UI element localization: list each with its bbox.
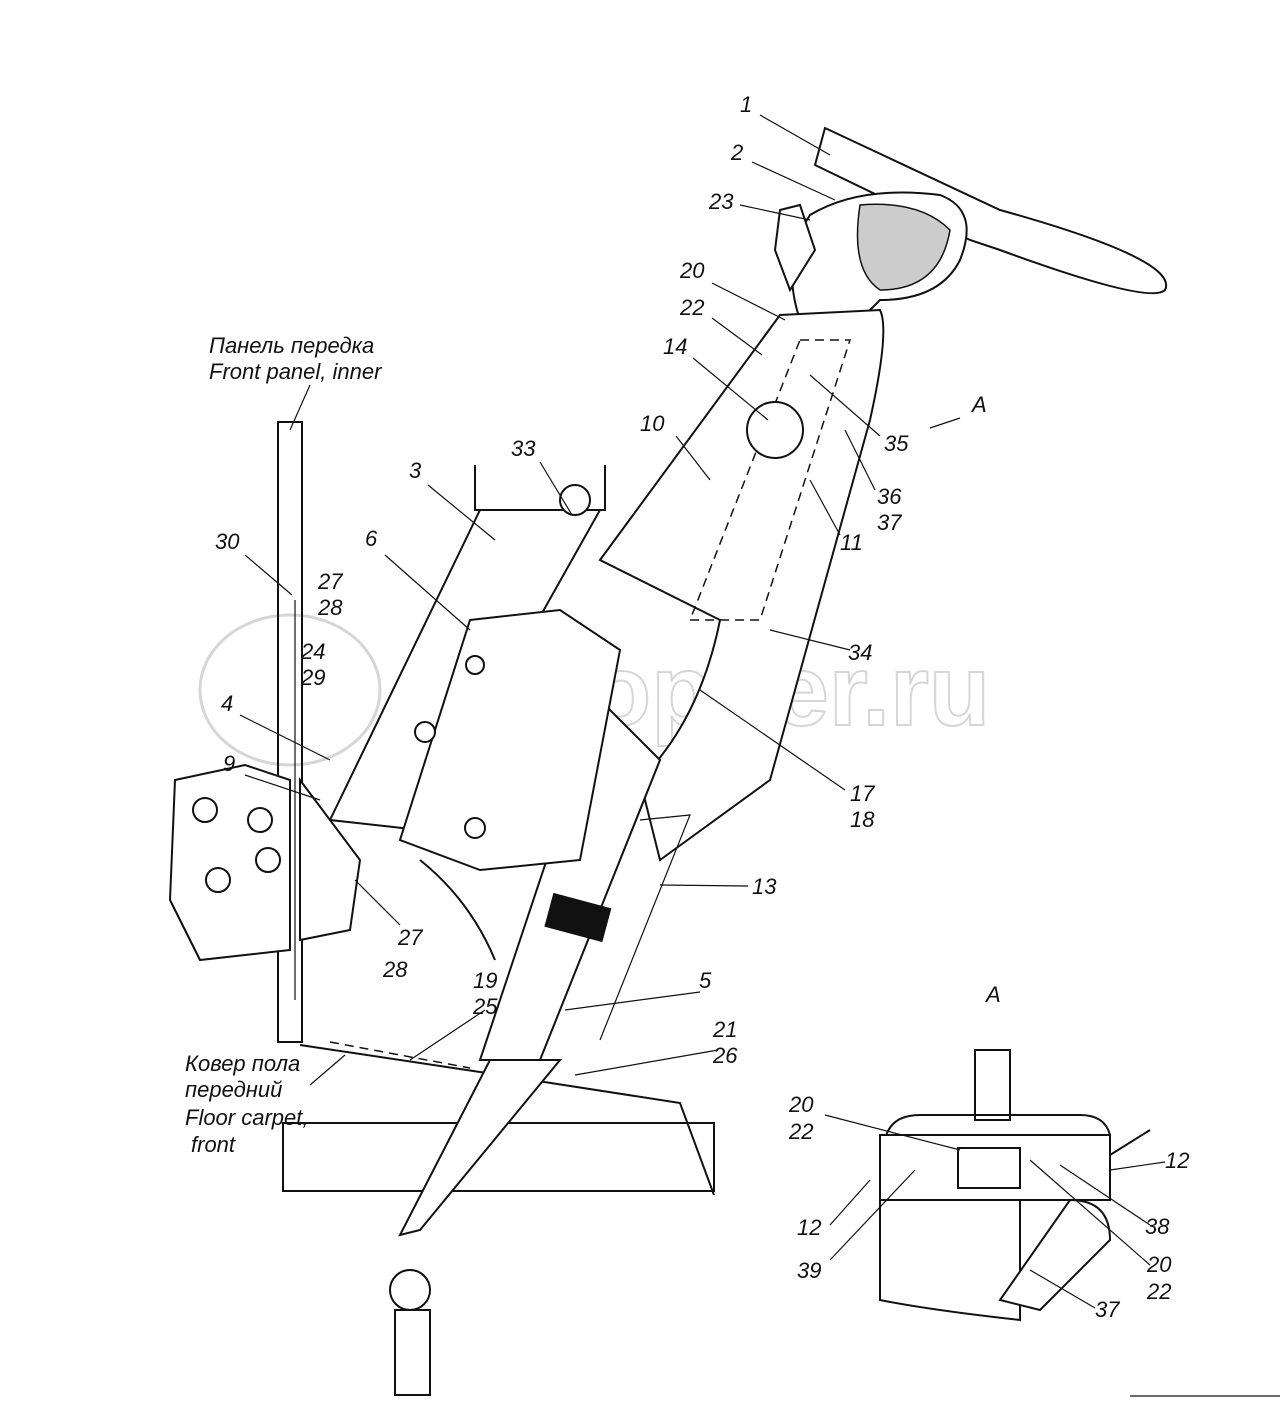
view-a-title: A: [984, 982, 1001, 1007]
mounting-bracket: [328, 465, 622, 961]
panel-note-ru: Панель передка: [209, 333, 374, 358]
callout: 36: [877, 484, 902, 509]
callout: 37: [877, 510, 902, 535]
callout: 27: [317, 569, 343, 594]
carpet-note-line-3: Floor carpet,: [185, 1105, 309, 1130]
carpet-note-line-4: front: [191, 1132, 236, 1157]
callout: 5: [699, 968, 712, 993]
carpet-note-line-1: Ковер пола: [185, 1051, 300, 1076]
callout: 34: [848, 640, 872, 665]
callout: 38: [1145, 1214, 1170, 1239]
callout: 1: [740, 92, 752, 117]
callout: 28: [317, 595, 343, 620]
callout: 23: [708, 189, 734, 214]
steering-column: [389, 308, 885, 1396]
valve-unit: [168, 763, 362, 962]
callout: 12: [797, 1215, 821, 1240]
callout: 35: [884, 431, 909, 456]
steering-wheel: [773, 126, 1168, 332]
callout: 20: [788, 1092, 814, 1117]
callout: 28: [382, 957, 408, 982]
callout: 6: [365, 526, 378, 551]
callout: 24: [300, 639, 325, 664]
callout: 37: [1095, 1297, 1120, 1322]
callout: 25: [472, 994, 498, 1019]
leader-lines: [239, 114, 1166, 1309]
callout: 19: [473, 968, 497, 993]
carpet-note-line-2: передний: [185, 1077, 282, 1102]
callout: 30: [215, 529, 240, 554]
front-panel: [277, 421, 303, 1043]
callout: 11: [840, 530, 863, 555]
callout: 14: [663, 334, 687, 359]
callout: 12: [1165, 1148, 1189, 1173]
callout: 20: [679, 258, 705, 283]
callout: 3: [409, 458, 422, 483]
callout: 33: [511, 436, 536, 461]
view-a-detail: [879, 1049, 1151, 1322]
callout: 27: [397, 925, 423, 950]
view-direction-label: A: [970, 392, 987, 417]
callout: 26: [712, 1043, 738, 1068]
callout: 4: [221, 691, 233, 716]
callout: 39: [797, 1258, 821, 1283]
callout: 17: [850, 781, 875, 806]
callout: 13: [752, 874, 777, 899]
callout: 22: [679, 295, 704, 320]
callouts: 1 2 23 20 22 14 10 35 36 37 11 33 3 6 30…: [215, 92, 1189, 1322]
callout: 9: [223, 751, 235, 776]
callout: 22: [788, 1119, 813, 1144]
callout: 20: [1146, 1252, 1172, 1277]
callout: 22: [1146, 1279, 1171, 1304]
callout: 21: [712, 1017, 737, 1042]
callout: 18: [850, 807, 875, 832]
callout: 29: [300, 665, 325, 690]
callout: 10: [640, 411, 665, 436]
panel-note-en: Front panel, inner: [209, 359, 383, 384]
callout: 2: [730, 140, 743, 165]
